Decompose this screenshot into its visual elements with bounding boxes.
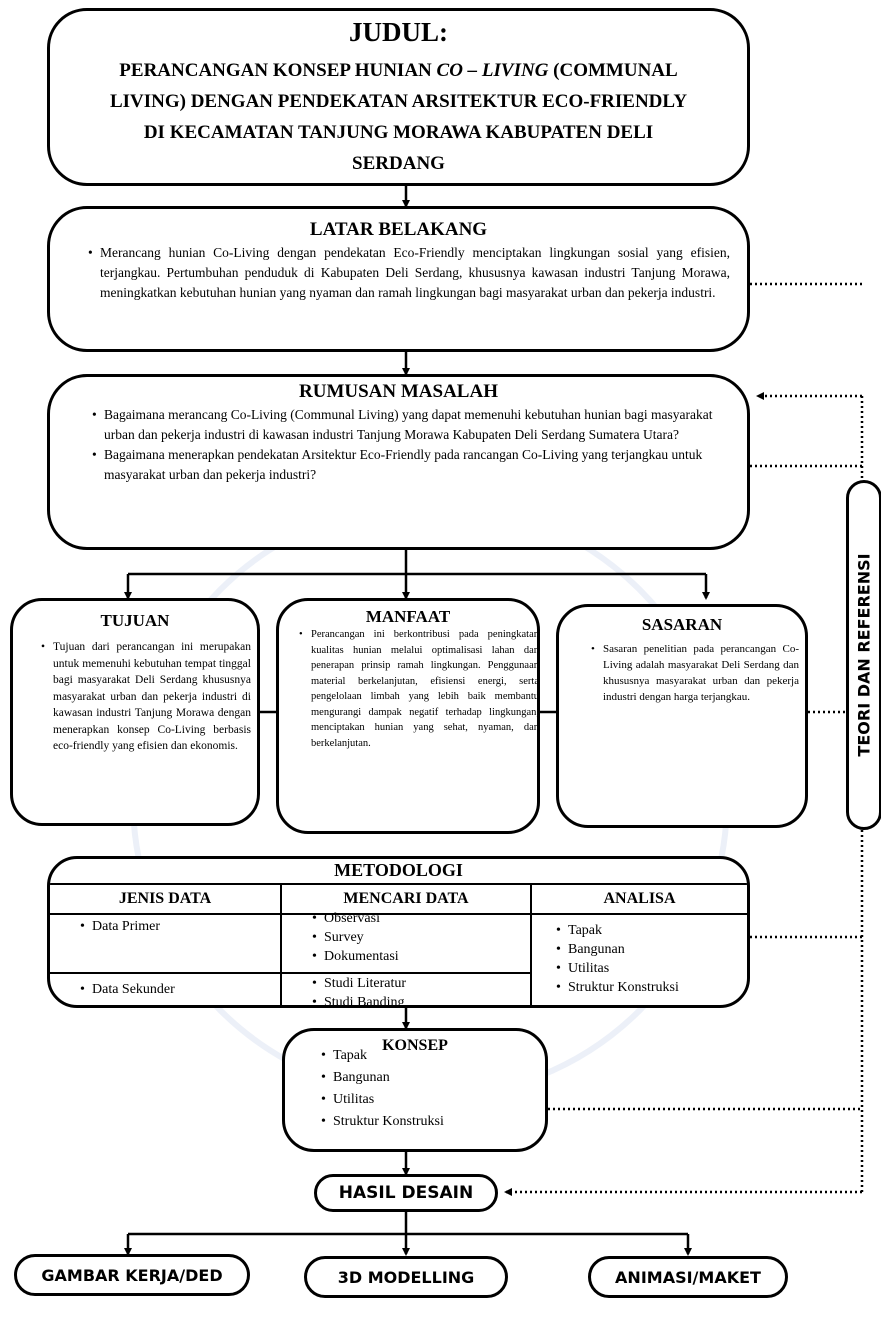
rumusan-masalah-list: Bagaimana merancang Co-Living (Communal … bbox=[90, 405, 720, 485]
hasil-desain-pill: HASIL DESAIN bbox=[314, 1174, 498, 1212]
rumusan-masalah-box: RUMUSAN MASALAH Bagaimana merancang Co-L… bbox=[47, 374, 750, 550]
manfaat-text: Perancangan ini berkontribusi pada penin… bbox=[299, 627, 539, 751]
judul-line1a: PERANCANGAN KONSEP HUNIAN bbox=[119, 60, 437, 81]
konsep-list: Tapak Bangunan Utilitas Struktur Konstru… bbox=[319, 1045, 444, 1133]
manfaat-box: MANFAAT Perancangan ini berkontribusi pa… bbox=[276, 598, 540, 834]
konsep-bangunan: Bangunan bbox=[321, 1067, 444, 1089]
judul-line2: LIVING) DENGAN PENDEKATAN ARSITEKTUR ECO… bbox=[109, 91, 688, 112]
analisa-struktur: Struktur Konstruksi bbox=[556, 978, 747, 997]
jenis-data-sekunder-cell: Data Sekunder bbox=[50, 972, 282, 1005]
tujuan-heading: TUJUAN bbox=[100, 611, 170, 630]
mencari-studi-banding: Studi Banding bbox=[312, 993, 558, 1005]
metodologi-box: METODOLOGI JENIS DATA MENCARI DATA ANALI… bbox=[47, 856, 750, 1008]
latar-belakang-heading: LATAR BELAKANG bbox=[309, 219, 488, 240]
hasil-desain-label: HASIL DESAIN bbox=[338, 1183, 474, 1203]
tujuan-text: Tujuan dari perancangan ini merupakan un… bbox=[41, 639, 251, 755]
judul-line3: DI KECAMATAN TANJUNG MORAWA KABUPATEN DE… bbox=[143, 122, 654, 143]
judul-text: PERANCANGAN KONSEP HUNIAN CO – LIVING (C… bbox=[50, 55, 747, 179]
judul-heading: JUDUL: bbox=[349, 17, 448, 47]
rumusan-item-2: Bagaimana menerapkan pendekatan Arsitekt… bbox=[92, 445, 720, 485]
sasaran-heading: SASARAN bbox=[641, 615, 723, 634]
metodologi-heading: METODOLOGI bbox=[334, 860, 463, 880]
mencari-studi-literatur: Studi Literatur bbox=[312, 974, 558, 993]
konsep-tapak: Tapak bbox=[321, 1045, 444, 1067]
col-header-jenis-data: JENIS DATA bbox=[50, 883, 282, 915]
latar-belakang-text: Merancang hunian Co-Living dengan pendek… bbox=[88, 243, 730, 303]
konsep-utilitas: Utilitas bbox=[321, 1089, 444, 1111]
mencari-primer-cell: Observasi Survey Dokumentasi bbox=[280, 909, 532, 974]
analisa-tapak: Tapak bbox=[556, 921, 747, 940]
jenis-data-sekunder: Data Sekunder bbox=[80, 982, 308, 998]
rumusan-item-1: Bagaimana merancang Co-Living (Communal … bbox=[92, 405, 720, 445]
mencari-sekunder-cell: Studi Literatur Studi Banding bbox=[280, 972, 532, 1005]
sasaran-box: SASARAN Sasaran penelitian pada perancan… bbox=[556, 604, 808, 828]
konsep-struktur: Struktur Konstruksi bbox=[321, 1111, 444, 1133]
judul-line1b: (COMMUNAL bbox=[548, 60, 678, 81]
analisa-utilitas: Utilitas bbox=[556, 959, 747, 978]
tujuan-list: Tujuan dari perancangan ini merupakan un… bbox=[39, 639, 251, 755]
rumusan-masalah-heading: RUMUSAN MASALAH bbox=[299, 381, 498, 402]
sasaran-list: Sasaran penelitian pada perancangan Co-L… bbox=[589, 641, 799, 705]
col-header-analisa: ANALISA bbox=[530, 883, 747, 915]
animasi-maket-pill: ANIMASI/MAKET bbox=[588, 1256, 788, 1298]
mencari-dokumentasi: Dokumentasi bbox=[312, 947, 558, 966]
jenis-data-primer-cell: Data Primer bbox=[50, 913, 282, 974]
mencari-survey: Survey bbox=[312, 928, 558, 947]
manfaat-list: Perancangan ini berkontribusi pada penin… bbox=[297, 627, 539, 751]
analisa-cell: Tapak Bangunan Utilitas Struktur Konstru… bbox=[530, 913, 747, 1005]
gambar-kerja-pill: GAMBAR KERJA/DED bbox=[14, 1254, 250, 1296]
latar-belakang-box: LATAR BELAKANG Merancang hunian Co-Livin… bbox=[47, 206, 750, 352]
judul-box: JUDUL: PERANCANGAN KONSEP HUNIAN CO – LI… bbox=[47, 8, 750, 186]
judul-line1-italic: CO – LIVING bbox=[436, 60, 549, 81]
mencari-observasi: Observasi bbox=[312, 909, 558, 928]
sasaran-text: Sasaran penelitian pada perancangan Co-L… bbox=[591, 641, 799, 705]
3d-modelling-pill: 3D MODELLING bbox=[304, 1256, 508, 1298]
konsep-box: KONSEP Tapak Bangunan Utilitas Struktur … bbox=[282, 1028, 548, 1152]
tujuan-box: TUJUAN Tujuan dari perancangan ini merup… bbox=[10, 598, 260, 826]
teori-referensi-label: TEORI DAN REFERENSI bbox=[854, 553, 874, 757]
jenis-data-primer: Data Primer bbox=[80, 919, 308, 935]
judul-line4: SERDANG bbox=[352, 153, 445, 174]
gambar-kerja-label: GAMBAR KERJA/DED bbox=[41, 1265, 223, 1285]
animasi-maket-label: ANIMASI/MAKET bbox=[615, 1267, 761, 1287]
teori-referensi-pill: TEORI DAN REFERENSI bbox=[846, 480, 881, 830]
metodologi-table: JENIS DATA MENCARI DATA ANALISA Data Pri… bbox=[50, 883, 747, 1005]
manfaat-heading: MANFAAT bbox=[365, 607, 451, 626]
3d-modelling-label: 3D MODELLING bbox=[337, 1267, 475, 1287]
latar-belakang-list: Merancang hunian Co-Living dengan pendek… bbox=[86, 243, 730, 303]
analisa-bangunan: Bangunan bbox=[556, 940, 747, 959]
